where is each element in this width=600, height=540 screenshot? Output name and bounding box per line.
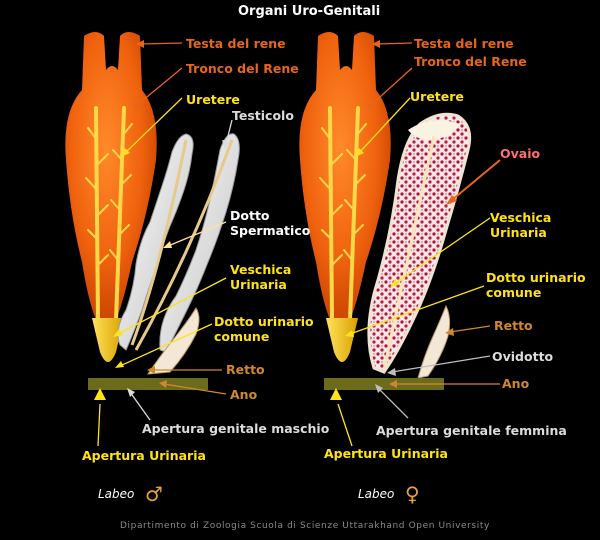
male-label-dotto-urinario-2: comune — [214, 329, 270, 344]
male-label-uretere: Uretere — [186, 92, 240, 107]
male-body-wall — [88, 378, 208, 390]
male-kidney — [65, 32, 157, 320]
male-label-veschica-1: Veschica — [230, 262, 292, 277]
female-label-veschica-2: Urinaria — [490, 225, 547, 240]
female-label-testa-rene: Testa del rene — [414, 36, 514, 51]
male-label-dotto-urinario-1: Dotto urinario — [214, 314, 314, 329]
female-label-tronco-rene: Tronco del Rene — [414, 54, 527, 69]
male-bladder — [92, 318, 124, 362]
female-label-ovaio: Ovaio — [500, 146, 541, 161]
female-label-apertura-urinaria: Apertura Urinaria — [324, 446, 448, 461]
female-label-veschica-1: Veschica — [490, 210, 552, 225]
female-body-wall — [324, 378, 444, 390]
male-urinary-opening-marker — [94, 388, 106, 400]
page-title: Organi Uro-Genitali — [238, 4, 381, 19]
female-label-ano: Ano — [502, 376, 530, 391]
female-caption: Labeo — [358, 487, 395, 501]
male-label-veschica-2: Urinaria — [230, 277, 287, 292]
male-symbol-icon: ♂ — [145, 482, 163, 506]
male-label-testicolo: Testicolo — [232, 108, 294, 123]
male-label-retto: Retto — [226, 362, 265, 377]
male-testis — [117, 133, 240, 353]
male-label-ano: Ano — [230, 387, 258, 402]
male-caption: Labeo — [98, 487, 135, 501]
female-rectum — [417, 304, 451, 379]
female-symbol-icon: ♀ — [405, 482, 420, 506]
female-label-ovidotto: Ovidotto — [492, 349, 554, 364]
female-bladder — [326, 318, 358, 362]
female-label-uretere: Uretere — [410, 89, 464, 104]
leader-lines — [97, 40, 501, 447]
female-label-retto: Retto — [494, 318, 533, 333]
male-label-dotto-spermatico-2: Spermatico — [230, 223, 311, 238]
credit-line: Dipartimento di Zoologia Scuola di Scien… — [120, 521, 490, 531]
male-label-dotto-spermatico-1: Dotto — [230, 208, 270, 223]
female-kidney — [299, 32, 391, 320]
male-label-testa-rene: Testa del rene — [186, 36, 286, 51]
male-label-tronco-rene: Tronco del Rene — [186, 61, 299, 76]
female-urinary-opening-marker — [330, 388, 342, 400]
female-label-dotto-urinario-2: comune — [486, 285, 542, 300]
male-label-apertura-genitale: Apertura genitale maschio — [142, 421, 330, 436]
female-ovary — [367, 112, 472, 374]
male-label-apertura-urinaria: Apertura Urinaria — [82, 448, 206, 463]
male-ureters — [85, 106, 133, 322]
female-label-dotto-urinario-1: Dotto urinario — [486, 270, 586, 285]
female-label-apertura-genitale: Apertura genitale femmina — [376, 423, 567, 438]
female-ureters — [319, 106, 367, 322]
